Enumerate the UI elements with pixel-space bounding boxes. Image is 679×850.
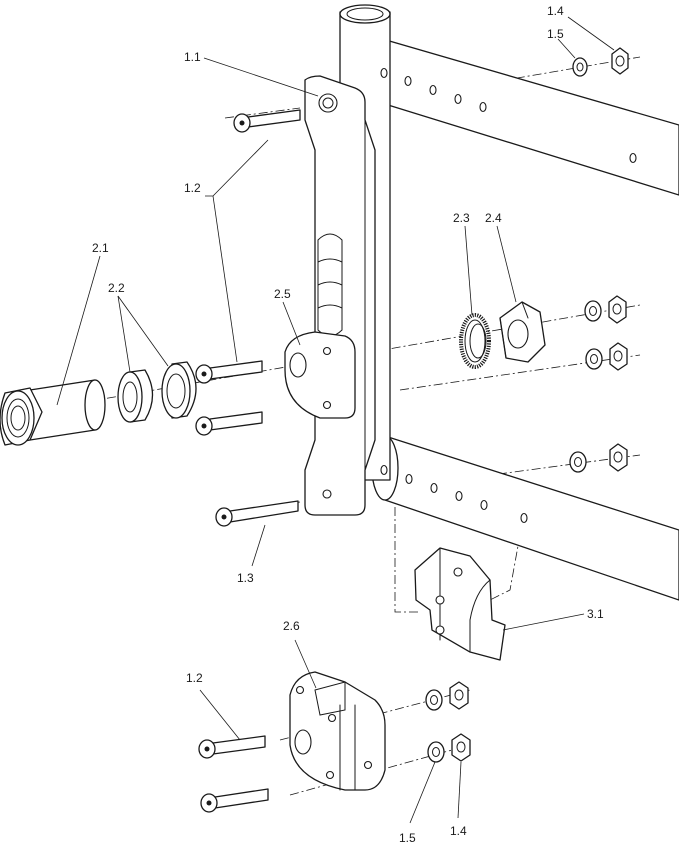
washer-bottom-1 xyxy=(425,689,443,711)
bolt-bottom xyxy=(215,500,299,527)
axle-bracket-plate xyxy=(284,331,356,419)
label-1-5-top: 1.5 xyxy=(547,27,564,41)
nut-low xyxy=(609,443,628,472)
nut-mid-2 xyxy=(609,342,628,371)
label-1-5-bottom: 1.5 xyxy=(399,831,416,845)
side-plate xyxy=(304,75,376,516)
callout-labels: 1.1 1.2 2.1 2.2 2.3 2.4 2.5 1.3 1.4 1.5 … xyxy=(92,4,604,845)
lower-tube-holes xyxy=(380,464,528,524)
bushings xyxy=(117,361,197,423)
washer-top xyxy=(572,57,588,77)
axle-sleeve xyxy=(0,379,106,446)
label-2-1: 2.1 xyxy=(92,241,109,255)
label-1-4-top: 1.4 xyxy=(547,4,564,18)
upper-tube-holes xyxy=(380,67,637,164)
bolt-lower-group-1 xyxy=(198,735,266,759)
label-1-1: 1.1 xyxy=(184,50,201,64)
bushing-2 xyxy=(161,361,197,419)
bushing-1 xyxy=(117,369,154,423)
washer-mid-2 xyxy=(585,348,603,370)
label-2-3: 2.3 xyxy=(453,211,470,225)
nut-top xyxy=(611,47,629,75)
label-2-4: 2.4 xyxy=(485,211,502,225)
washer-low xyxy=(569,451,587,473)
tube-clamp xyxy=(414,547,506,661)
label-2-6: 2.6 xyxy=(283,619,300,633)
leader-lines xyxy=(56,16,615,824)
axle-hex-nut xyxy=(499,301,546,363)
wheelchair-frame xyxy=(339,4,679,601)
washer-mid-1 xyxy=(584,300,602,322)
label-1-4-bottom: 1.4 xyxy=(450,824,467,838)
serrated-washer xyxy=(459,313,491,369)
label-2-5: 2.5 xyxy=(274,287,291,301)
label-1-2-bottom: 1.2 xyxy=(186,671,203,685)
label-2-2: 2.2 xyxy=(108,281,125,295)
label-1-2-top: 1.2 xyxy=(184,181,201,195)
label-3-1: 3.1 xyxy=(587,607,604,621)
lower-bracket xyxy=(289,671,386,791)
bolt-lower-group-2 xyxy=(200,788,269,813)
bolt-mid-upper xyxy=(195,360,263,384)
upper-horizontal-tube xyxy=(371,35,679,196)
nut-bottom-2 xyxy=(451,733,471,762)
label-1-3: 1.3 xyxy=(237,571,254,585)
nut-bottom-1 xyxy=(449,681,469,710)
bolt-top xyxy=(233,109,301,133)
bolt-mid-lower xyxy=(195,411,263,436)
bolts xyxy=(195,109,301,813)
washers-and-nuts xyxy=(425,47,629,763)
nut-mid-1 xyxy=(608,295,627,324)
washer-bottom-2 xyxy=(427,741,445,763)
